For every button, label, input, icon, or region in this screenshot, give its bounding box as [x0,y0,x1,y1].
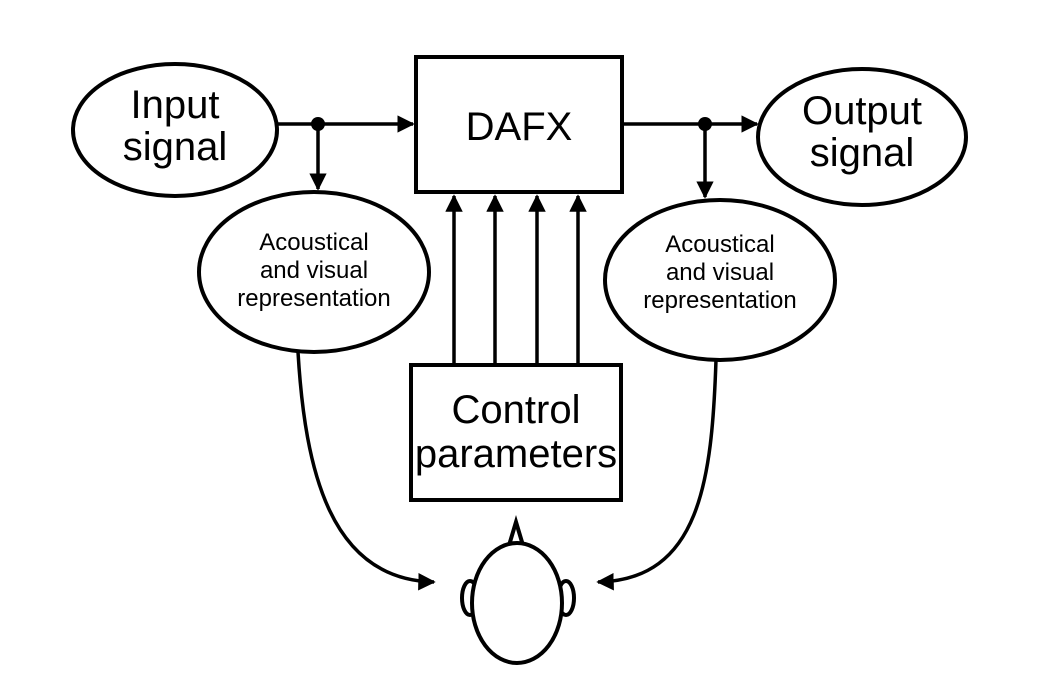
input-representation-to-listener-arrow [296,351,436,591]
input-representation-line3: representation [237,285,390,312]
output-signal-label-line2: signal [810,131,915,175]
output-representation-line1: Acoustical [665,231,774,258]
output-signal-label-line1: Output [802,89,922,133]
input-signal-node: Input signal [71,62,279,198]
dafx-block: DAFX [414,55,624,194]
input-signal-label-line2: signal [123,125,228,169]
input-representation-line2: and visual [260,257,368,284]
dafx-label: DAFX [466,105,573,149]
output-representation-node: Acoustical and visual representation [603,198,837,362]
output-signal-node: Output signal [756,67,968,207]
output-representation-to-listener-arrow [596,359,718,591]
control-parameters-line2: parameters [415,432,617,476]
listener-head-icon [460,515,576,665]
input-signal-label-line1: Input [131,83,220,127]
input-representation-line1: Acoustical [259,229,368,256]
control-parameters-block: Control parameters [409,363,623,502]
output-representation-line2: and visual [666,259,774,286]
input-representation-node: Acoustical and visual representation [197,190,431,354]
output-representation-line3: representation [643,287,796,314]
head-outline [470,541,564,665]
control-parameters-line1: Control [452,388,581,432]
